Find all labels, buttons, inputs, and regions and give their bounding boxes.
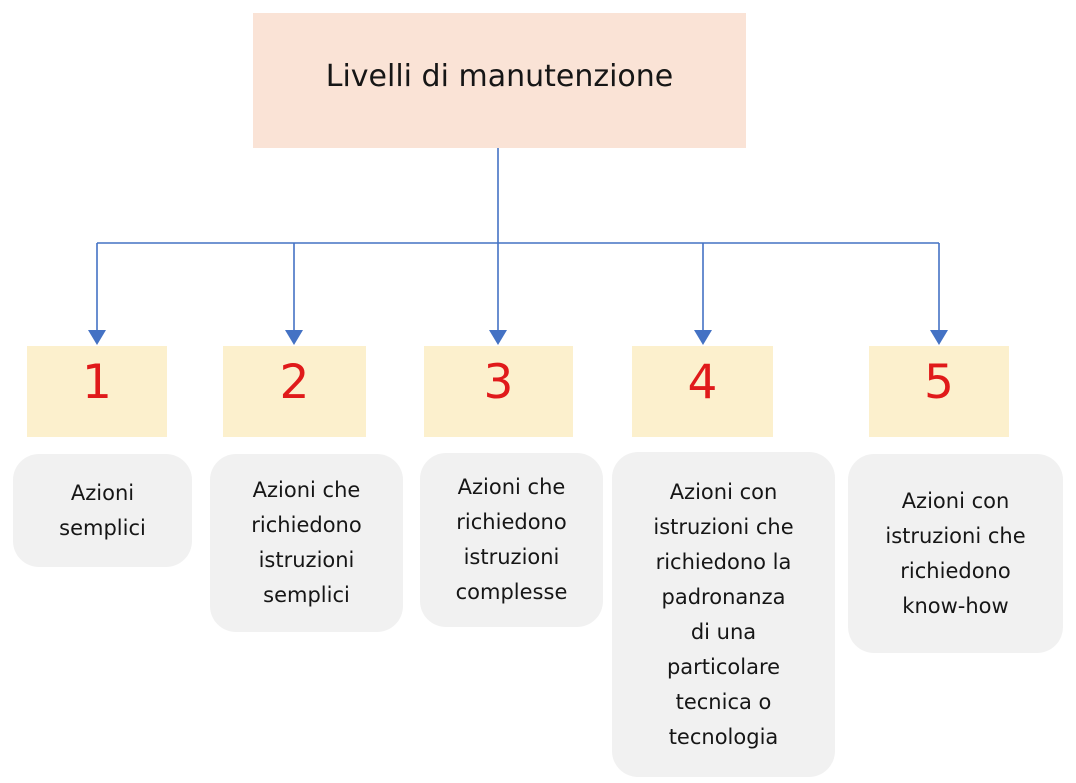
level-5-description-box: Azioni con istruzioni che richiedono kno… <box>848 454 1063 653</box>
level-1-description-box: Azioni semplici <box>13 454 192 567</box>
level-4-number: 4 <box>687 355 718 410</box>
level-4-description: Azioni con istruzioni che richiedono la … <box>653 479 794 749</box>
level-2-description-box: Azioni che richiedono istruzioni semplic… <box>210 454 403 632</box>
level-4-box: 4 <box>632 346 773 437</box>
level-5-box: 5 <box>869 346 1009 437</box>
level-3-description: Azioni che richiedono istruzioni comples… <box>455 475 568 604</box>
level-2-number: 2 <box>279 355 310 410</box>
level-1-description: Azioni semplici <box>59 480 146 540</box>
level-4-description-box: Azioni con istruzioni che richiedono la … <box>612 452 835 777</box>
level-3-box: 3 <box>424 346 573 437</box>
arrowhead-icon <box>694 330 712 345</box>
diagram-title: Livelli di manutenzione <box>325 58 674 94</box>
level-1-box: 1 <box>27 346 167 437</box>
title-box: Livelli di manutenzione <box>253 13 746 148</box>
level-2-box: 2 <box>223 346 366 437</box>
arrowhead-icon <box>930 330 948 345</box>
arrowhead-icon <box>88 330 106 345</box>
level-5-number: 5 <box>924 355 954 410</box>
arrowhead-icon <box>285 330 303 345</box>
level-2-description: Azioni che richiedono istruzioni semplic… <box>251 478 362 607</box>
level-5-description: Azioni con istruzioni che richiedono kno… <box>885 488 1026 618</box>
level-1-number: 1 <box>82 355 112 410</box>
arrowhead-icon <box>489 330 507 345</box>
level-3-description-box: Azioni che richiedono istruzioni comples… <box>420 453 603 627</box>
level-3-number: 3 <box>483 355 514 410</box>
